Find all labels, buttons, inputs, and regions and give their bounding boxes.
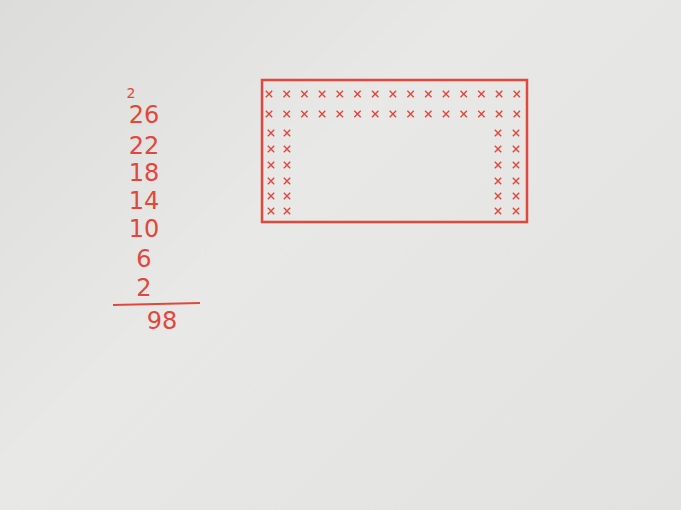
cross-mark (301, 91, 307, 97)
cross-mark (354, 91, 360, 97)
cross-mark (284, 178, 290, 184)
cross-mark (425, 91, 431, 97)
sum-line (113, 303, 200, 305)
cross-mark (337, 91, 343, 97)
cross-mark (268, 193, 274, 199)
cross-mark (354, 111, 360, 117)
cross-mark (478, 91, 484, 97)
cross-mark (390, 91, 396, 97)
cross-mark (319, 111, 325, 117)
cross-mark (443, 111, 449, 117)
cross-mark (266, 91, 272, 97)
cross-mark (461, 91, 467, 97)
cross-mark (301, 111, 307, 117)
number-label: 2 (127, 86, 136, 100)
cross-mark (266, 111, 272, 117)
cross-marks (266, 91, 520, 214)
cross-mark (390, 111, 396, 117)
cross-mark (284, 130, 290, 136)
cross-mark (461, 111, 467, 117)
rectangle-outline (262, 80, 527, 222)
cross-mark (268, 162, 274, 168)
number-label: 14 (129, 189, 160, 213)
cross-mark (513, 193, 519, 199)
cross-mark (495, 208, 501, 214)
cross-mark (284, 193, 290, 199)
number-label: 18 (129, 161, 160, 185)
cross-mark (513, 146, 519, 152)
cross-mark (268, 146, 274, 152)
cross-mark (268, 208, 274, 214)
cross-mark (495, 130, 501, 136)
cross-mark (284, 208, 290, 214)
cross-mark (407, 91, 413, 97)
cross-mark (513, 130, 519, 136)
number-label: 2 (136, 276, 151, 300)
cross-mark (495, 193, 501, 199)
cross-mark (284, 91, 290, 97)
cross-mark (372, 111, 378, 117)
cross-mark (443, 91, 449, 97)
cross-mark (425, 111, 431, 117)
cross-mark (513, 208, 519, 214)
cross-mark (496, 111, 502, 117)
cross-mark (268, 130, 274, 136)
cross-mark (284, 111, 290, 117)
number-label: 26 (129, 103, 160, 127)
cross-mark (372, 91, 378, 97)
number-label: 98 (147, 309, 178, 333)
number-label: 10 (129, 217, 160, 241)
cross-mark (319, 91, 325, 97)
cross-mark (513, 178, 519, 184)
cross-mark (268, 178, 274, 184)
cross-mark (496, 91, 502, 97)
cross-mark (407, 111, 413, 117)
cross-mark (513, 162, 519, 168)
cross-mark (337, 111, 343, 117)
cross-mark (495, 178, 501, 184)
number-label: 6 (136, 247, 151, 271)
cross-mark (495, 146, 501, 152)
cross-mark (514, 111, 520, 117)
cross-mark (495, 162, 501, 168)
cross-mark (284, 146, 290, 152)
cross-mark (514, 91, 520, 97)
cross-mark (478, 111, 484, 117)
number-label: 22 (129, 134, 160, 158)
cross-mark (284, 162, 290, 168)
